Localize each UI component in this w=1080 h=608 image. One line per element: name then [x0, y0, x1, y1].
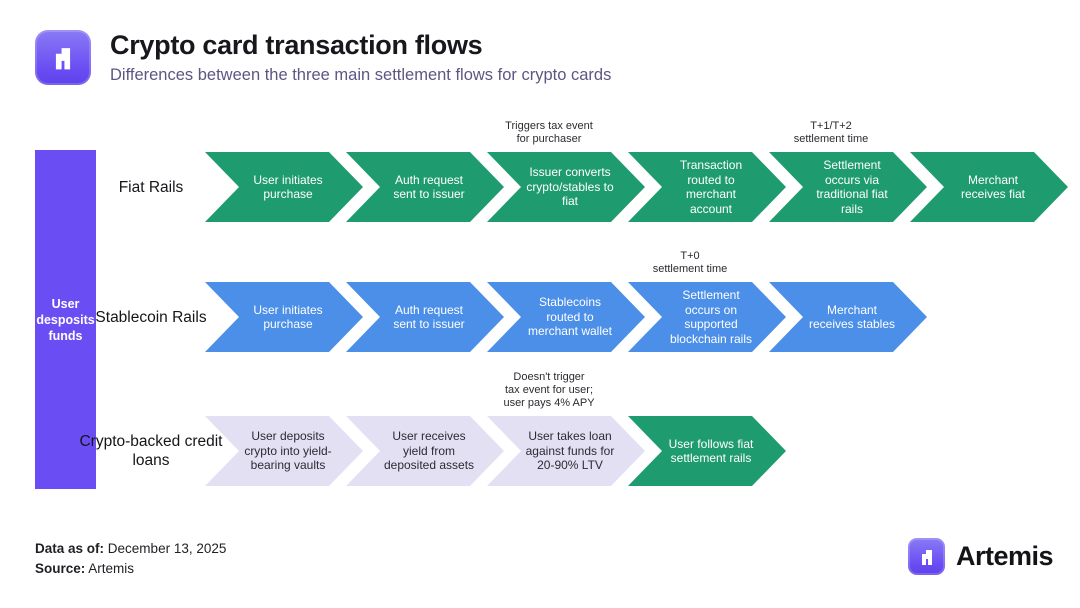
flow-step-label: Issuer converts crypto/stables to fiat: [526, 165, 614, 209]
source-label: Source:: [35, 561, 86, 576]
data-as-of-line: Data as of: December 13, 2025: [35, 539, 226, 559]
flow-step: User initiates purchase: [205, 152, 363, 222]
flow-step: Stablecoins routed to merchant wallet: [487, 282, 645, 352]
flow-step-label: User follows fiat settlement rails: [668, 436, 754, 466]
flow-step-label: Merchant receives stables: [808, 302, 896, 332]
artemis-footer-logo-glyph: [921, 549, 932, 565]
flow-step-label: Merchant receives fiat: [960, 172, 1026, 202]
page-title: Crypto card transaction flows: [110, 30, 483, 60]
row-label: Stablecoin Rails: [95, 308, 207, 326]
flow-annotation: T+0 settlement time: [652, 250, 728, 275]
artemis-logo: [35, 30, 91, 85]
flow-step: Merchant receives fiat: [910, 152, 1068, 222]
data-as-of-label: Data as of:: [35, 541, 105, 556]
flow-annotation: Triggers tax event for purchaser: [505, 120, 593, 145]
flow-step-label: Settlement occurs via traditional fiat r…: [816, 158, 888, 216]
flow-step: Transaction routed to merchant account: [628, 152, 786, 222]
flow-annotation: T+1/T+2 settlement time: [793, 120, 869, 145]
flow-step: User takes loan against funds for 20-90%…: [487, 416, 645, 486]
flow-step-label: Stablecoins routed to merchant wallet: [527, 295, 613, 339]
flow-step-label: User initiates purchase: [253, 302, 323, 332]
page-header: Crypto card transaction flows Difference…: [35, 30, 611, 85]
artemis-footer-logo: [908, 538, 945, 575]
source-value: Artemis: [88, 561, 135, 576]
row-label: Fiat Rails: [118, 178, 184, 196]
flow-step-label: User takes loan against funds for 20-90%…: [525, 429, 615, 473]
flow-step: User initiates purchase: [205, 282, 363, 352]
flow-step-label: Auth request sent to issuer: [393, 302, 465, 332]
source-line: Source: Artemis: [35, 559, 226, 579]
flow-step-label: User deposits crypto into yield-bearing …: [244, 429, 332, 473]
flow-step-label: Transaction routed to merchant account: [679, 158, 743, 216]
flow-step: User follows fiat settlement rails: [628, 416, 786, 486]
flow-step: Auth request sent to issuer: [346, 282, 504, 352]
flow-step: Auth request sent to issuer: [346, 152, 504, 222]
row-label: Crypto-backed credit loans: [79, 433, 223, 469]
flow-step: Merchant receives stables: [769, 282, 927, 352]
header-text: Crypto card transaction flows Difference…: [110, 30, 611, 85]
footer-meta: Data as of: December 13, 2025 Source: Ar…: [35, 539, 226, 579]
flow-step: User receives yield from deposited asset…: [346, 416, 504, 486]
artemis-logo-glyph: [55, 47, 71, 69]
data-as-of-value: December 13, 2025: [107, 541, 227, 556]
deposit-bar: User desposits funds: [35, 150, 96, 489]
flow-step-label: User initiates purchase: [253, 172, 323, 202]
flow-step: Issuer converts crypto/stables to fiat: [487, 152, 645, 222]
flow-step: Settlement occurs via traditional fiat r…: [769, 152, 927, 222]
flow-step-label: Auth request sent to issuer: [393, 172, 465, 202]
flow-step-label: User receives yield from deposited asset…: [383, 429, 475, 473]
flow-step: User deposits crypto into yield-bearing …: [205, 416, 363, 486]
flow-annotation: Doesn't trigger tax event for user; user…: [503, 371, 595, 409]
page-subtitle: Differences between the three main settl…: [110, 66, 612, 84]
brand-wordmark: Artemis: [956, 541, 1054, 571]
flow-step: Settlement occurs on supported blockchai…: [628, 282, 786, 352]
footer-brand: Artemis: [908, 538, 1054, 575]
flow-step-label: Settlement occurs on supported blockchai…: [669, 288, 753, 346]
